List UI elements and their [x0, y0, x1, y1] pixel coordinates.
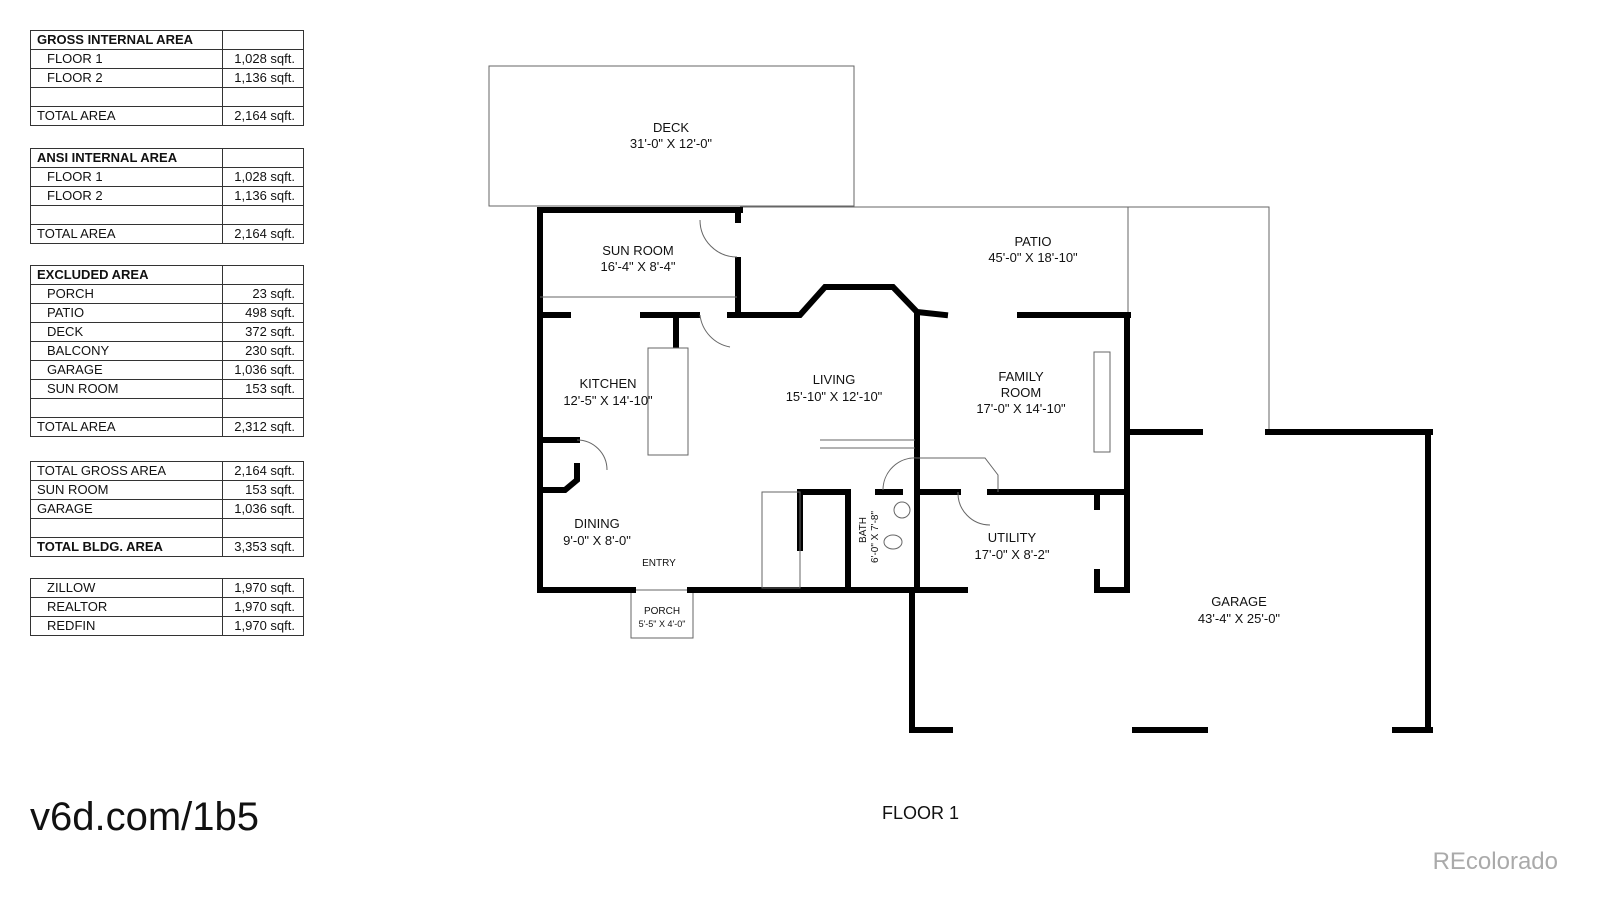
room-name-entry: ENTRY	[642, 558, 676, 569]
room-size-kitchen: 12'-5" X 14'-10"	[563, 393, 653, 408]
total-label: TOTAL BLDG. AREA	[30, 537, 223, 557]
room-labels: DECK 31'-0" X 12'-0" SUN ROOM 16'-4" X 8…	[563, 120, 1280, 629]
room-size-family: 17'-0" X 14'-10"	[976, 401, 1066, 416]
room-size-utility: 17'-0" X 8'-2"	[975, 547, 1050, 562]
room-name-family: FAMILY	[998, 369, 1044, 384]
row-value: 1,970 sqft.	[222, 616, 304, 636]
total-label: TOTAL AREA	[30, 417, 223, 437]
deck-outline	[488, 65, 855, 207]
room-size-sun-room: 16'-4" X 8'-4"	[601, 259, 676, 274]
room-name-patio: PATIO	[1014, 234, 1051, 249]
total-value: 2,164 sqft.	[222, 106, 304, 126]
row-label: REDFIN	[30, 616, 223, 636]
room-name-family-2: ROOM	[1001, 385, 1041, 400]
total-label: TOTAL AREA	[30, 106, 223, 126]
room-name-utility: UTILITY	[988, 530, 1037, 545]
room-size-bath: 6'-0" X 7'-8"	[870, 511, 881, 564]
row-value: 498 sqft.	[222, 303, 304, 323]
total-value: 3,353 sqft.	[222, 537, 304, 557]
total-value: 2,164 sqft.	[222, 224, 304, 244]
room-name-sun-room: SUN ROOM	[602, 243, 674, 258]
room-name-bath: BATH	[858, 517, 869, 543]
row-value: 230 sqft.	[222, 341, 304, 361]
room-size-porch: 5'-5" X 4'-0"	[639, 619, 686, 629]
row-value: 1,028 sqft.	[222, 167, 304, 187]
room-size-patio: 45'-0" X 18'-10"	[988, 250, 1078, 265]
patio-outline	[740, 206, 1270, 430]
fixtures	[576, 219, 1111, 589]
room-size-garage: 43'-4" X 25'-0"	[1198, 611, 1281, 626]
row-value: 23 sqft.	[222, 284, 304, 304]
room-name-dining: DINING	[574, 516, 620, 531]
floor-label: FLOOR 1	[882, 803, 960, 823]
recolorado-logo: REcolorado	[1432, 848, 1558, 875]
row-value: 153 sqft.	[222, 480, 304, 500]
room-size-deck: 31'-0" X 12'-0"	[630, 136, 713, 151]
porch-outline	[630, 589, 694, 639]
room-size-living: 15'-10" X 12'-10"	[786, 389, 883, 404]
room-name-kitchen: KITCHEN	[579, 376, 636, 391]
row-value: 1,136 sqft.	[222, 68, 304, 88]
row-label: FLOOR 1	[30, 167, 223, 187]
walls	[537, 207, 1433, 733]
room-name-porch: PORCH	[644, 606, 680, 617]
total-value: 2,312 sqft.	[222, 417, 304, 437]
room-name-deck: DECK	[653, 120, 689, 135]
row-value: 2,164 sqft.	[222, 461, 304, 481]
room-size-dining: 9'-0" X 8'-0"	[563, 533, 631, 548]
table-header: ANSI INTERNAL AREA	[30, 148, 223, 168]
room-name-garage: GARAGE	[1211, 594, 1267, 609]
tour-url: v6d.com/1b5	[30, 795, 260, 839]
row-label: DECK	[30, 322, 223, 342]
room-name-living: LIVING	[813, 372, 856, 387]
